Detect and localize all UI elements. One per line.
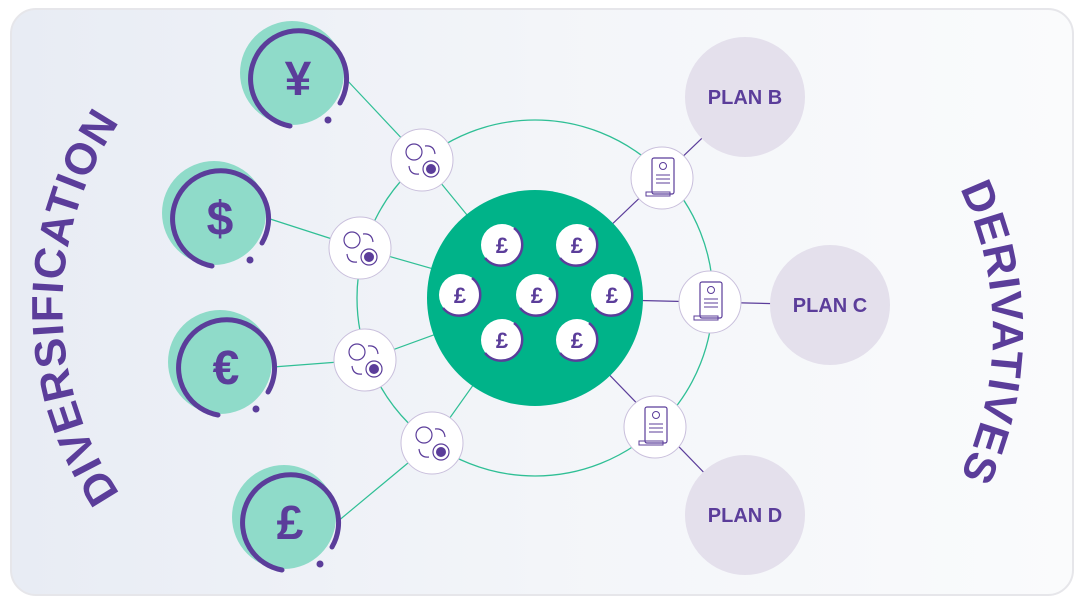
coin-symbol: £ — [531, 283, 544, 308]
coin-symbol: £ — [454, 283, 467, 308]
arrow — [346, 253, 358, 263]
coin-face — [439, 274, 481, 316]
arrow — [408, 165, 420, 175]
coin-ring — [240, 472, 341, 573]
coin-ring — [519, 277, 559, 317]
coin-dot — [252, 405, 260, 413]
coin-face — [481, 319, 523, 361]
coin-symbol: £ — [606, 283, 619, 308]
exchange-icon — [390, 128, 454, 192]
arrow — [424, 145, 436, 155]
arrow — [434, 428, 446, 438]
dollar-coin-icon: $ — [162, 161, 271, 269]
scroll-body — [644, 406, 668, 444]
circle-filled — [426, 164, 436, 174]
pound-coin-icon: £ — [591, 274, 634, 317]
coin-symbol: £ — [496, 233, 509, 258]
arrow — [362, 233, 374, 243]
yen-coin-icon: ¥ — [240, 21, 349, 129]
circle-outline — [343, 231, 361, 249]
coin-bg — [168, 310, 272, 414]
scroll-roll — [693, 315, 719, 321]
diversification-title: DIVERSIFICATION — [23, 101, 128, 515]
pound-coin-icon: £ — [556, 224, 599, 267]
coin-symbol: £ — [571, 233, 584, 258]
coin-ring — [248, 28, 349, 129]
currency-symbol: ¥ — [285, 53, 312, 106]
coin-ring — [594, 277, 634, 317]
circle-filled — [369, 364, 379, 374]
arrow — [367, 345, 379, 355]
circle-outline — [405, 143, 423, 161]
contract-scroll-icon — [678, 270, 742, 334]
pound-coin-icon: £ — [516, 274, 559, 317]
contract-scroll-icon — [630, 146, 694, 210]
coin-bg — [162, 161, 266, 265]
circle-ring — [365, 360, 383, 378]
pound-coin-icon: £ — [481, 224, 524, 267]
coin-face — [516, 274, 558, 316]
coin-dot — [324, 116, 332, 124]
arrow — [351, 365, 363, 375]
coin-ring — [484, 322, 524, 362]
circle-ring — [432, 443, 450, 461]
currency-symbol: € — [213, 342, 240, 395]
circle-ring — [360, 248, 378, 266]
exchange-icon — [400, 411, 464, 475]
exchange-icon — [328, 216, 392, 280]
circle-ring — [422, 160, 440, 178]
coin-bg — [232, 465, 336, 569]
coin-ring — [442, 277, 482, 317]
circle-outline — [415, 426, 433, 444]
exchange-icon — [333, 328, 397, 392]
arrow — [418, 448, 430, 458]
circle-filled — [436, 447, 446, 457]
pound-coin-icon: £ — [556, 319, 599, 362]
node-circle — [630, 146, 694, 210]
plan-label: PLAN C — [793, 295, 867, 317]
coin-ring — [170, 168, 271, 269]
seal — [707, 286, 715, 294]
circle-filled — [364, 252, 374, 262]
node-circle — [623, 395, 687, 459]
coin-face — [481, 224, 523, 266]
scroll-roll — [645, 191, 671, 197]
derivatives-title: DERIVATIVES — [951, 173, 1032, 492]
node-circle — [390, 128, 454, 192]
coin-ring — [484, 227, 524, 267]
circle-outline — [348, 343, 366, 361]
pound-coin-icon: £ — [481, 319, 524, 362]
coin-dot — [316, 560, 324, 568]
scroll-roll — [638, 440, 664, 446]
plan-label: PLAN B — [708, 87, 782, 109]
coin-face — [556, 319, 598, 361]
scroll-body — [699, 281, 723, 319]
scroll-body — [651, 157, 675, 195]
plan-label: PLAN D — [708, 505, 782, 527]
plan-circle — [685, 37, 805, 157]
coin-ring — [559, 227, 599, 267]
node-circle — [400, 411, 464, 475]
seal — [659, 162, 667, 170]
plan-circle — [770, 245, 890, 365]
coin-symbol: £ — [496, 328, 509, 353]
seal — [652, 411, 660, 419]
currency-symbol: $ — [207, 193, 234, 246]
node-circle — [328, 216, 392, 280]
coin-ring — [559, 322, 599, 362]
coin-face — [591, 274, 633, 316]
pound-coin-icon: £ — [439, 274, 482, 317]
currency-symbol: £ — [277, 497, 304, 550]
plan-circle — [685, 455, 805, 575]
node-circle — [678, 270, 742, 334]
euro-coin-icon: € — [168, 310, 277, 418]
node-circle — [333, 328, 397, 392]
coin-face — [556, 224, 598, 266]
coin-ring — [176, 317, 277, 418]
coin-dot — [246, 256, 254, 264]
coin-bg — [240, 21, 344, 125]
coin-symbol: £ — [571, 328, 584, 353]
contract-scroll-icon — [623, 395, 687, 459]
pound-coin-icon: £ — [232, 465, 341, 573]
